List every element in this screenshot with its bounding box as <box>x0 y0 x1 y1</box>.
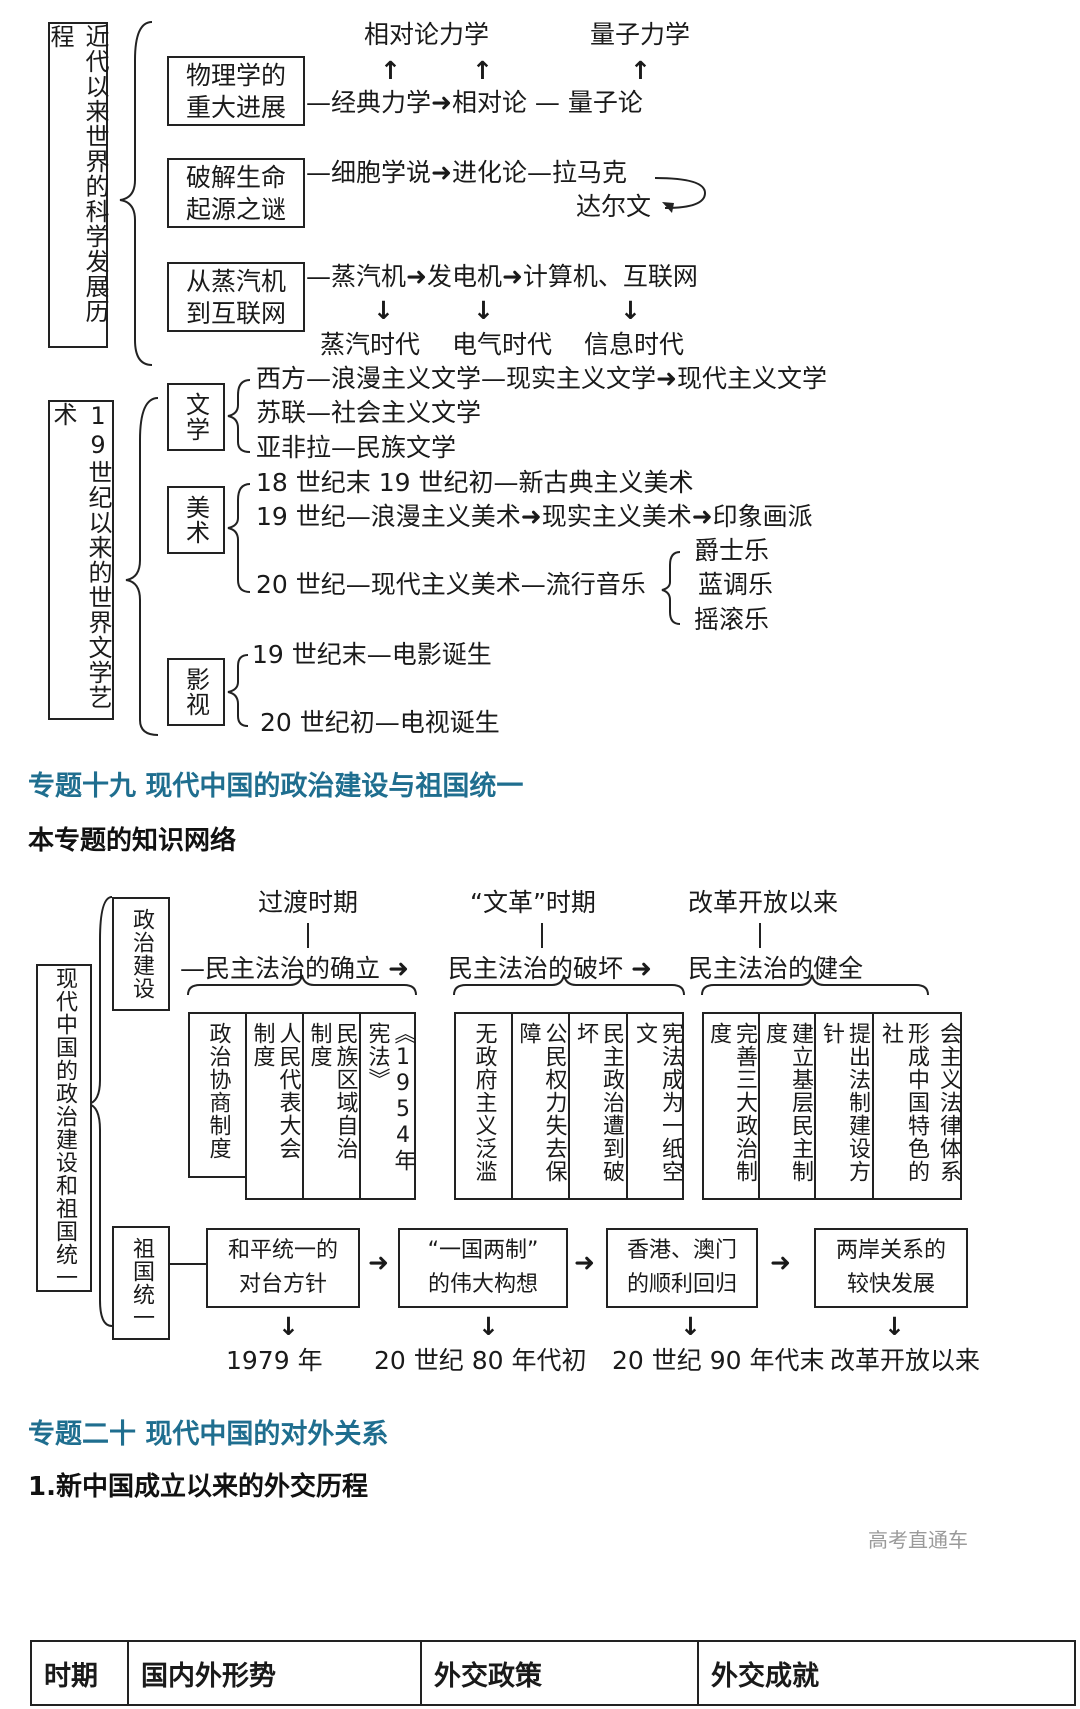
item-legal-system: 形成中国特色的社会主义法律体系 <box>878 1022 961 1183</box>
establishment-items: 政治协商制度 人民代表大会制度 民族区域自治制度 《1954年宪法》 <box>188 1012 416 1178</box>
political-construction-box: 政治建设 <box>112 897 170 1011</box>
step-one-country-two-systems: “一国两制”的伟大构想 <box>398 1228 568 1308</box>
lit-line-soviet: 苏联—社会主义文学 <box>256 398 482 427</box>
time-1979: 1979 年 <box>226 1346 323 1375</box>
step-hk-macau-return: 香港、澳门的顺利回归 <box>606 1228 758 1308</box>
physics-box-line1: 物理学的 <box>185 61 286 90</box>
up-arrow-3: ↑ <box>630 56 651 85</box>
period-reform: 改革开放以来 <box>688 888 839 917</box>
header-achievement: 外交成就 <box>697 1640 1076 1706</box>
stage-establishment: —民主法治的确立 ➜ <box>180 954 409 983</box>
time-1980s: 20 世纪 80 年代初 <box>374 1346 587 1375</box>
down-arrow-1: ↓ <box>373 296 394 325</box>
film-line-tv: 20 世纪初—电视诞生 <box>260 708 500 737</box>
time-arrow-3: ↓ <box>680 1312 701 1341</box>
item-rights-lost: 公民权力失去保障 <box>513 1014 570 1198</box>
film-tv-box-label: 影视 <box>181 667 210 717</box>
header-period: 时期 <box>30 1640 129 1706</box>
step-arrow-1: ➜ <box>368 1248 389 1277</box>
science-side-label: 近代以来世界的科学发展历程 <box>46 24 109 324</box>
item-legal-policy: 提出法制建设方针 <box>816 1014 874 1198</box>
quantum-mechanics-label: 量子力学 <box>590 20 691 49</box>
step-arrow-2: ➜ <box>574 1248 595 1277</box>
film-tv-box: 影视 <box>167 658 225 726</box>
lit-line-west: 西方—浪漫主义文学—现实主义文学➜现代主义文学 <box>256 364 827 393</box>
life-chain: —细胞学说➜进化论—拉马克 <box>306 158 627 187</box>
time-arrow-1: ↓ <box>278 1312 299 1341</box>
item-grassroots-democracy: 建立基层民主制度 <box>760 1014 816 1198</box>
life-box-line2: 起源之谜 <box>185 195 286 224</box>
literature-box-label: 文学 <box>181 392 210 442</box>
science-side-label-box: 近代以来世界的科学发展历程 <box>46 22 109 348</box>
art-line-neoclassical: 18 世纪末 19 世纪初—新古典主义美术 <box>256 468 694 497</box>
politics-unification-side-label: 现代中国的政治建设和祖国统一 <box>52 967 77 1289</box>
topic19-subtitle: 本专题的知识网络 <box>28 826 237 856</box>
political-construction-label: 政治建设 <box>129 908 154 1000</box>
steam-box-line2: 到互联网 <box>185 299 286 328</box>
politics-unification-side-label-box: 现代中国的政治建设和祖国统一 <box>36 964 92 1292</box>
steam-box-line1: 从蒸汽机 <box>185 267 286 296</box>
up-arrow-2: ↑ <box>472 56 493 85</box>
literature-art-side-label: 19世纪以来的世界文学艺术 <box>49 402 112 710</box>
fine-art-box: 美术 <box>167 486 225 554</box>
item-democracy-destroyed: 民主政治遭到破坏 <box>570 1014 628 1198</box>
item-npc: 人民代表大会制度 <box>247 1014 304 1176</box>
time-1990s: 20 世纪 90 年代末 <box>612 1346 825 1375</box>
step-peaceful-reunification: 和平统一的对台方针 <box>206 1228 360 1308</box>
physics-box-line2: 重大进展 <box>185 93 286 122</box>
step-arrow-3: ➜ <box>770 1248 791 1277</box>
physics-box: 物理学的 重大进展 <box>167 56 305 126</box>
time-arrow-4: ↓ <box>884 1312 905 1341</box>
art-line-19th: 19 世纪—浪漫主义美术➜现实主义美术➜印象画派 <box>256 502 813 531</box>
down-arrow-3: ↓ <box>620 296 641 325</box>
up-arrow-1: ↑ <box>380 56 401 85</box>
life-origin-box: 破解生命 起源之谜 <box>167 158 305 228</box>
era-electric: 电气时代 <box>452 330 553 359</box>
watermark: 高考直通车 <box>868 1528 968 1552</box>
tech-chain: —蒸汽机➜发电机➜计算机、互联网 <box>306 262 698 291</box>
music-blues: 蓝调乐 <box>698 570 774 599</box>
item-constitution-void: 宪法成为一纸空文 <box>632 1022 683 1183</box>
stage-improvement: 民主法治的健全 <box>688 954 864 983</box>
literature-box: 文学 <box>167 383 225 451</box>
header-situation: 国内外形势 <box>127 1640 422 1706</box>
time-arrow-2: ↓ <box>478 1312 499 1341</box>
physics-chain: —经典力学➜相对论 — 量子论 <box>306 88 643 117</box>
topic20-subtitle: 1.新中国成立以来的外交历程 <box>28 1472 368 1502</box>
down-arrow-2: ↓ <box>473 296 494 325</box>
item-1954-constitution: 《1954年宪法》 <box>364 1022 416 1172</box>
item-regional-autonomy: 民族区域自治制度 <box>304 1014 361 1176</box>
destruction-items: 无政府主义泛滥 公民权力失去保障 民主政治遭到破坏 宪法成为一纸空文 <box>454 1012 684 1200</box>
darwin-label: 达尔文 <box>576 192 652 221</box>
step-cross-strait: 两岸关系的较快发展 <box>814 1228 968 1308</box>
topic19-title: 专题十九 现代中国的政治建设与祖国统一 <box>28 771 524 802</box>
reunification-label: 祖国统一 <box>129 1237 154 1329</box>
era-information: 信息时代 <box>584 330 685 359</box>
improvement-items: 完善三大政治制度 建立基层民主制度 提出法制建设方针 形成中国特色的社会主义法律… <box>702 1012 962 1200</box>
period-cultural-revolution: “文革”时期 <box>470 888 596 917</box>
time-reform: 改革开放以来 <box>830 1346 981 1375</box>
era-steam: 蒸汽时代 <box>320 330 421 359</box>
relativity-mechanics-label: 相对论力学 <box>364 20 490 49</box>
diplomacy-table: 时期 国内外形势 外交政策 外交成就 <box>30 1640 1076 1706</box>
table-header-row: 时期 国内外形势 外交政策 外交成就 <box>30 1640 1076 1706</box>
header-policy: 外交政策 <box>420 1640 699 1706</box>
stage-destruction: 民主法治的破坏 ➜ <box>448 954 652 983</box>
establishment-items-extension <box>245 1176 416 1200</box>
lit-line-afro-asian: 亚非拉—民族文学 <box>256 433 457 462</box>
music-rock: 摇滚乐 <box>694 605 770 634</box>
item-anarchism: 无政府主义泛滥 <box>456 1014 513 1198</box>
topic20-title: 专题二十 现代中国的对外关系 <box>28 1419 389 1450</box>
item-cppcc: 政治协商制度 <box>190 1014 247 1176</box>
film-line-cinema: 19 世纪末—电影诞生 <box>252 640 492 669</box>
life-box-line1: 破解生命 <box>185 163 286 192</box>
item-three-systems: 完善三大政治制度 <box>704 1014 760 1198</box>
fine-art-box-label: 美术 <box>181 495 210 545</box>
reunification-box: 祖国统一 <box>112 1226 170 1340</box>
art-line-20th: 20 世纪—现代主义美术—流行音乐 <box>256 570 646 599</box>
period-transition: 过渡时期 <box>258 888 359 917</box>
steam-internet-box: 从蒸汽机 到互联网 <box>167 262 305 332</box>
literature-art-side-label-box: 19世纪以来的世界文学艺术 <box>48 400 114 720</box>
music-jazz: 爵士乐 <box>694 536 770 565</box>
